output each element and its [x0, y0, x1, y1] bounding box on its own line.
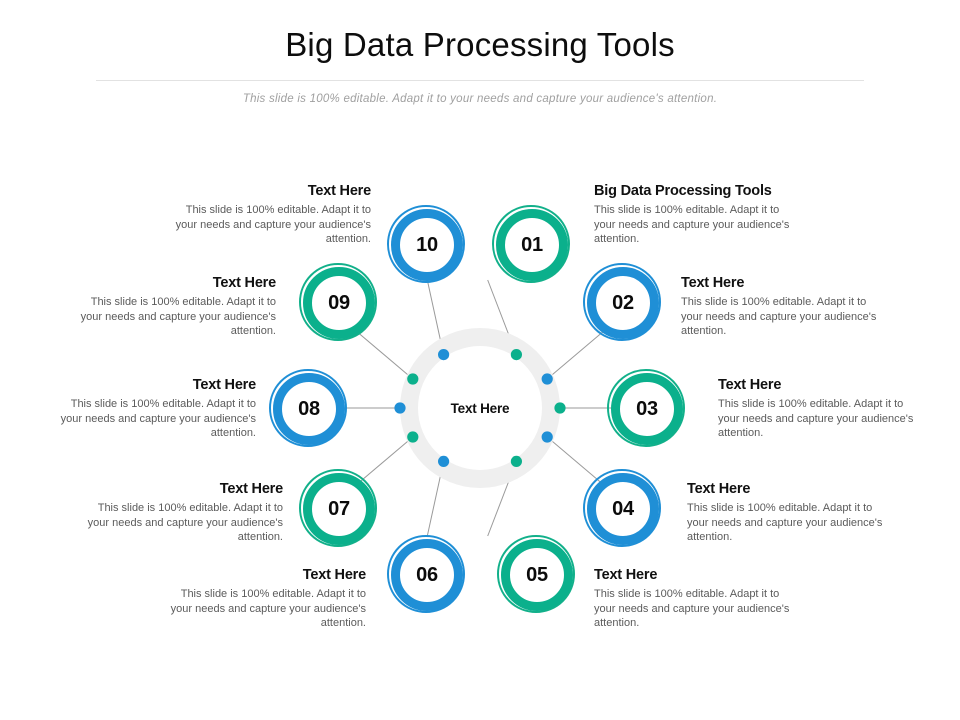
text-block-10[interactable]: Text Here This slide is 100% editable. A… — [163, 183, 372, 247]
hub-label: Text Here — [450, 400, 510, 416]
text-block-10-heading: Text Here — [307, 183, 371, 199]
node-08-outer-ring — [269, 369, 347, 447]
hub-center[interactable]: Text Here — [418, 346, 542, 470]
text-block-06-body: This slide is 100% editable. Adapt it to… — [170, 588, 366, 629]
node-07-ring: 07 — [303, 473, 375, 545]
node-05[interactable]: 05 — [497, 535, 579, 617]
text-block-02-heading: Text Here — [681, 275, 745, 291]
text-block-03-heading: Text Here — [718, 377, 782, 393]
node-04-number: 04 — [612, 497, 634, 520]
node-07-outer-ring — [299, 469, 377, 547]
text-block-02[interactable]: Text Here This slide is 100% editable. A… — [681, 275, 889, 339]
node-10-outer-ring — [387, 205, 465, 283]
node-06-ring: 06 — [391, 539, 463, 611]
text-block-09-body: This slide is 100% editable. Adapt it to… — [80, 296, 276, 337]
node-06-outer-ring — [387, 535, 465, 613]
text-block-07[interactable]: Text Here This slide is 100% editable. A… — [75, 481, 284, 545]
node-08-ring: 08 — [273, 373, 345, 445]
node-03-outer-ring — [607, 369, 685, 447]
node-05-outer-ring — [497, 535, 575, 613]
text-block-07-heading: Text Here — [219, 481, 283, 497]
node-03[interactable]: 03 — [607, 369, 689, 451]
text-block-02-body: This slide is 100% editable. Adapt it to… — [681, 296, 877, 337]
text-block-07-body: This slide is 100% editable. Adapt it to… — [87, 502, 283, 543]
text-block-01-body: This slide is 100% editable. Adapt it to… — [594, 204, 790, 245]
text-block-01[interactable]: Big Data Processing Tools This slide is … — [594, 183, 844, 247]
text-block-03[interactable]: Text Here This slide is 100% editable. A… — [718, 377, 926, 441]
node-10[interactable]: 10 — [387, 205, 469, 287]
text-block-06[interactable]: Text Here This slide is 100% editable. A… — [158, 567, 367, 631]
text-block-08-heading: Text Here — [192, 377, 256, 393]
text-block-09-heading: Text Here — [212, 275, 276, 291]
text-block-01-heading: Big Data Processing Tools — [594, 183, 772, 199]
node-02[interactable]: 02 — [583, 263, 665, 345]
node-08[interactable]: 08 — [269, 369, 351, 451]
node-09-number: 09 — [328, 291, 350, 314]
text-block-06-heading: Text Here — [302, 567, 366, 583]
node-01-ring: 01 — [496, 209, 568, 281]
node-04-ring: 04 — [587, 473, 659, 545]
node-09-outer-ring — [299, 263, 377, 341]
node-09-ring: 09 — [303, 267, 375, 339]
text-block-10-body: This slide is 100% editable. Adapt it to… — [175, 204, 371, 245]
node-06-number: 06 — [416, 563, 438, 586]
node-08-number: 08 — [298, 397, 320, 420]
node-07-number: 07 — [328, 497, 350, 520]
hub-connection-dots — [394, 349, 566, 467]
circular-diagram: Text Here 01 02 — [0, 150, 960, 680]
text-block-05-heading: Text Here — [594, 567, 658, 583]
node-01[interactable]: 01 — [492, 205, 574, 287]
page-title: Big Data Processing Tools — [285, 26, 675, 63]
title-divider — [96, 80, 864, 81]
node-06[interactable]: 06 — [387, 535, 469, 617]
text-block-04-body: This slide is 100% editable. Adapt it to… — [687, 502, 883, 543]
node-02-outer-ring — [583, 263, 661, 341]
node-04[interactable]: 04 — [583, 469, 665, 551]
page-subtitle: This slide is 100% editable. Adapt it to… — [242, 93, 718, 105]
node-10-number: 10 — [416, 233, 438, 256]
node-03-number: 03 — [636, 397, 658, 420]
text-block-08[interactable]: Text Here This slide is 100% editable. A… — [48, 377, 257, 441]
node-01-number: 01 — [521, 233, 543, 256]
node-09[interactable]: 09 — [299, 263, 381, 345]
node-02-number: 02 — [612, 291, 634, 314]
node-10-ring: 10 — [391, 209, 463, 281]
text-block-05[interactable]: Text Here This slide is 100% editable. A… — [594, 567, 802, 631]
node-05-ring: 05 — [501, 539, 573, 611]
node-04-outer-ring — [583, 469, 661, 547]
text-block-04[interactable]: Text Here This slide is 100% editable. A… — [687, 481, 895, 545]
text-block-08-body: This slide is 100% editable. Adapt it to… — [60, 398, 256, 439]
node-02-ring: 02 — [587, 267, 659, 339]
node-03-ring: 03 — [611, 373, 683, 445]
text-block-05-body: This slide is 100% editable. Adapt it to… — [594, 588, 790, 629]
node-07[interactable]: 07 — [299, 469, 381, 551]
text-block-03-body: This slide is 100% editable. Adapt it to… — [718, 398, 914, 439]
text-block-09[interactable]: Text Here This slide is 100% editable. A… — [68, 275, 277, 339]
text-block-04-heading: Text Here — [687, 481, 751, 497]
node-05-number: 05 — [526, 563, 548, 586]
node-01-outer-ring — [492, 205, 570, 283]
